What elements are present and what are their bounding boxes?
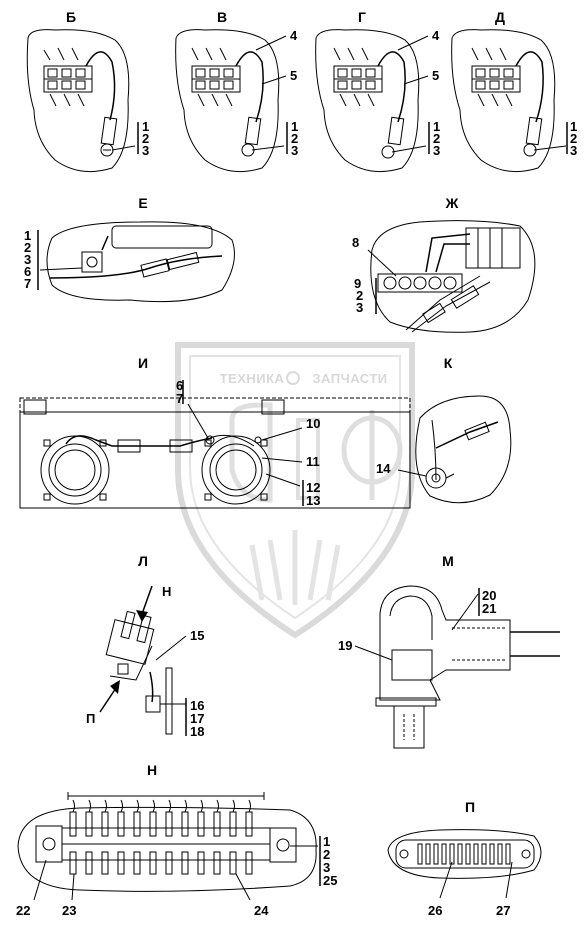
view-label-zh: Ж bbox=[445, 195, 459, 211]
view-v-callout-4: 4 bbox=[290, 28, 298, 43]
watermark: ТЕХНИКА ЗАПЧАСТИ bbox=[175, 342, 415, 639]
view-p-detail bbox=[387, 829, 542, 899]
view-v-detail bbox=[175, 29, 288, 173]
view-e-label-7: 7 bbox=[24, 276, 31, 291]
view-k-callout-14: 14 bbox=[376, 461, 391, 476]
view-label-v: В bbox=[217, 9, 227, 25]
view-v-label-2: 2 bbox=[291, 131, 298, 146]
view-i-callout-13: 13 bbox=[306, 493, 320, 508]
view-zh-label-3: 3 bbox=[356, 300, 363, 315]
view-b-detail bbox=[26, 29, 139, 173]
view-l-arrow-p: П bbox=[86, 711, 95, 726]
view-b-label-1: 1 bbox=[142, 119, 149, 134]
view-n-callout-23: 23 bbox=[62, 903, 76, 918]
watermark-wheat-icon bbox=[249, 530, 341, 605]
view-p-callout-26: 26 bbox=[428, 903, 442, 918]
view-zh-label-2: 2 bbox=[356, 288, 363, 303]
watermark-text-left: ТЕХНИКА bbox=[220, 371, 285, 386]
view-b-label-2: 2 bbox=[142, 131, 149, 146]
view-b-label-3: 3 bbox=[142, 143, 149, 158]
view-l-label-17: 17 bbox=[190, 711, 204, 726]
view-g-label-3: 3 bbox=[433, 143, 440, 158]
view-g-detail bbox=[315, 29, 430, 173]
view-d-label-1: 1 bbox=[570, 119, 577, 134]
view-label-e: Е bbox=[138, 195, 147, 211]
view-d-label-3: 3 bbox=[570, 143, 577, 158]
view-l-detail bbox=[99, 585, 187, 736]
view-n-label-2: 2 bbox=[323, 847, 330, 862]
view-v-label-1: 1 bbox=[291, 119, 298, 134]
view-i-callout-11: 11 bbox=[306, 454, 320, 469]
view-i-detail bbox=[19, 380, 411, 509]
view-n-callout-24: 24 bbox=[254, 903, 269, 918]
view-label-i: И bbox=[138, 355, 148, 371]
view-label-n: Н bbox=[147, 762, 157, 778]
view-l-callout-15: 15 bbox=[190, 628, 204, 643]
view-e-label-2: 2 bbox=[24, 240, 31, 255]
view-g-callout-5: 5 bbox=[432, 68, 439, 83]
view-d-detail bbox=[451, 29, 568, 173]
view-i-callout-12: 12 bbox=[306, 480, 320, 495]
view-n-callout-22: 22 bbox=[16, 903, 30, 918]
lamp-right bbox=[201, 435, 271, 505]
slot-grill bbox=[417, 843, 511, 865]
clamp bbox=[81, 251, 103, 273]
view-g-label-1: 1 bbox=[433, 119, 440, 134]
view-n-label-3: 3 bbox=[323, 860, 330, 875]
view-m-detail bbox=[354, 585, 560, 749]
view-zh-label-9: 9 bbox=[354, 276, 361, 291]
view-label-d: Д bbox=[495, 9, 505, 25]
view-n-label-25: 25 bbox=[323, 873, 337, 888]
view-d-label-2: 2 bbox=[570, 131, 577, 146]
view-l-label-18: 18 bbox=[190, 724, 204, 739]
view-l-label-16: 16 bbox=[190, 698, 204, 713]
view-k-detail bbox=[397, 395, 512, 504]
view-e-label-3: 3 bbox=[24, 252, 31, 267]
view-label-p: П bbox=[465, 799, 475, 815]
view-l-arrow-n: Н bbox=[162, 584, 171, 599]
watermark-text-right: ЗАПЧАСТИ bbox=[312, 371, 387, 386]
view-zh-callout-8: 8 bbox=[352, 235, 359, 250]
view-m-label-21: 21 bbox=[482, 601, 496, 616]
view-label-b: Б bbox=[66, 9, 76, 25]
view-g-callout-4: 4 bbox=[432, 28, 440, 43]
lamp-left bbox=[40, 435, 110, 505]
connector-block bbox=[43, 47, 93, 107]
view-n-detail bbox=[17, 792, 321, 901]
view-e-detail bbox=[37, 221, 235, 303]
view-label-m: М bbox=[442, 553, 454, 569]
view-v-label-3: 3 bbox=[291, 143, 298, 158]
view-e-label-1: 1 bbox=[24, 228, 31, 243]
view-g-label-2: 2 bbox=[433, 131, 440, 146]
view-i-callout-10: 10 bbox=[306, 416, 320, 431]
view-e-label-6: 6 bbox=[24, 264, 31, 279]
view-i-label-7: 7 bbox=[176, 391, 183, 406]
watermark-gear-icon bbox=[286, 371, 300, 385]
view-i-label-6: 6 bbox=[176, 378, 183, 393]
terminal-strip bbox=[377, 273, 463, 293]
view-v-callout-5: 5 bbox=[290, 68, 297, 83]
view-m-callout-19: 19 bbox=[338, 638, 352, 653]
view-label-l: Л bbox=[138, 553, 148, 569]
view-zh-detail bbox=[367, 220, 536, 333]
view-n-label-1: 1 bbox=[323, 834, 330, 849]
view-label-g: Г bbox=[358, 9, 366, 25]
view-m-label-20: 20 bbox=[482, 588, 496, 603]
view-label-k: К bbox=[444, 355, 453, 371]
view-p-callout-27: 27 bbox=[496, 903, 510, 918]
